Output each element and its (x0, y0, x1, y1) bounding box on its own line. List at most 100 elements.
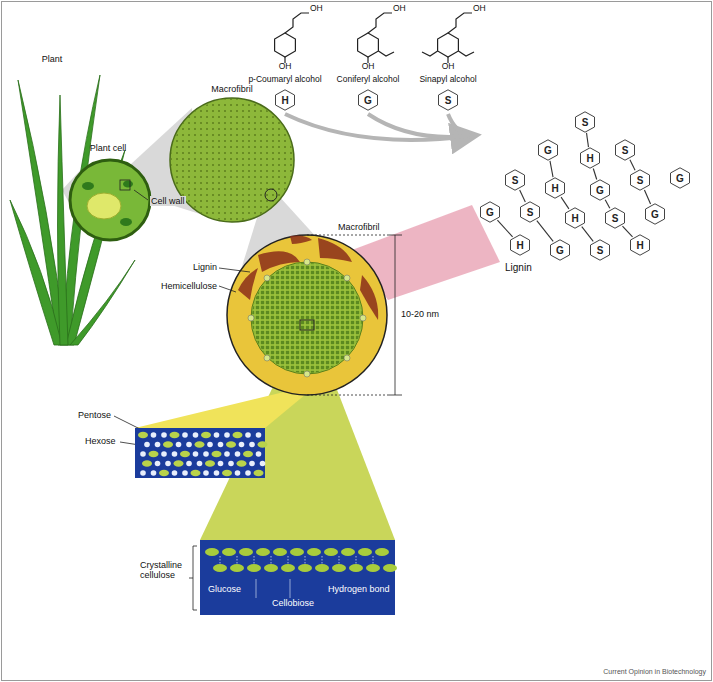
dimension-extension (307, 235, 388, 236)
pentose-unit (186, 442, 192, 448)
pentose-unit (161, 432, 167, 438)
hexose-unit (163, 441, 173, 448)
text-label: OH (473, 4, 486, 14)
lignin-unit-hexagon: G (549, 239, 571, 261)
pentose-unit (197, 461, 203, 467)
arrow (368, 114, 470, 137)
text-label: OH (279, 62, 292, 72)
hexose-unit (237, 460, 247, 467)
pentose-unit (260, 461, 266, 467)
panel-text: Pentose (78, 410, 111, 420)
benzene-ring (275, 33, 296, 57)
pentose-unit (151, 470, 157, 476)
lignin-unit-hexagon: H (629, 234, 651, 256)
hexose-unit (254, 470, 264, 477)
hexagon (606, 208, 625, 228)
bond-line (587, 133, 589, 147)
monomer-hexagon: G (357, 89, 379, 111)
unit-letter: S (527, 207, 534, 218)
glucose-unit (375, 548, 389, 556)
bond-line (605, 200, 610, 209)
pentose-unit (140, 470, 146, 476)
text-label: Hemicellulose (161, 281, 217, 291)
bond-line (593, 168, 596, 179)
hexagon (671, 168, 690, 188)
hexose-unit (258, 441, 268, 448)
bond-line (644, 190, 650, 204)
text-label: OH (362, 62, 375, 72)
lignin-unit-hexagon: S (614, 139, 636, 161)
hexagon (591, 180, 610, 200)
hexose-unit (243, 451, 253, 458)
hexagon (276, 90, 295, 110)
glucose-unit (290, 548, 304, 556)
side-chain (368, 13, 392, 33)
bracket-tick (290, 579, 291, 598)
hexose-unit (212, 451, 222, 458)
hexagon (566, 208, 585, 228)
glucose-unit (247, 564, 261, 572)
panel-text: Hexose (85, 436, 116, 446)
hexose-unit (149, 451, 159, 458)
pentose-unit (235, 451, 241, 457)
unit-letter: H (516, 240, 523, 251)
dimension-line (395, 235, 396, 395)
hexose-unit (233, 432, 243, 439)
cellulose-panel: Crystalline celluloseGlucoseCellobioseHy… (200, 540, 395, 615)
pentose-unit (193, 432, 199, 438)
dimension-extension (307, 395, 388, 396)
pentose-unit (256, 451, 262, 457)
unit-letter: S (445, 95, 452, 106)
hydrogen-bond (237, 556, 238, 564)
pentose-unit (140, 451, 146, 457)
macrofibril-circle (170, 98, 294, 222)
bond-line (550, 161, 553, 177)
hexagon (576, 112, 595, 132)
bond-line (622, 226, 632, 237)
leaf (58, 95, 69, 345)
zoom-ring (265, 189, 277, 201)
arrow (448, 114, 470, 136)
hexose-unit (180, 451, 190, 458)
lignin-unit-hexagon: S (519, 201, 541, 223)
pentose-unit (239, 442, 245, 448)
monomer-hexagon: H (274, 89, 296, 111)
hexose-unit (142, 460, 152, 467)
benzene-ring (358, 33, 379, 57)
hexose-unit (205, 460, 215, 467)
panel-background (200, 540, 395, 615)
methoxy-group (422, 51, 438, 56)
bond-line (630, 160, 635, 170)
unit-letter: H (571, 213, 578, 224)
unit-letter: S (597, 245, 604, 256)
lignin-unit-hexagon: G (589, 179, 611, 201)
pentose-unit (256, 432, 262, 438)
pentose-unit (235, 470, 241, 476)
text-label: Plant (42, 54, 63, 64)
glucose-unit (349, 564, 363, 572)
hexose-unit (226, 441, 236, 448)
dot (304, 371, 310, 377)
glucose-unit (358, 548, 372, 556)
hexagon (591, 240, 610, 260)
text-label: p-Coumaryl alcohol (248, 75, 321, 85)
cell-wall-box (120, 180, 130, 190)
text-label: Cell wall (150, 196, 186, 206)
pentose-unit (224, 451, 230, 457)
hexose-unit (138, 432, 148, 439)
pentose-unit (228, 461, 234, 467)
cellulose-core (251, 262, 363, 374)
unit-letter: H (636, 240, 643, 251)
panel-background (135, 428, 265, 478)
hexose-unit (222, 470, 232, 477)
core-border-dots (248, 259, 366, 377)
text-label: Coniferyl alcohol (337, 75, 400, 85)
text-label: Macrofibril (211, 84, 253, 94)
lignin-unit-hexagon: G (537, 139, 559, 161)
dot (344, 275, 350, 281)
lignin-unit-hexagon: S (604, 207, 626, 229)
organelle (82, 182, 94, 190)
hexagon (631, 235, 650, 255)
lignin-unit-hexagon: S (589, 239, 611, 261)
